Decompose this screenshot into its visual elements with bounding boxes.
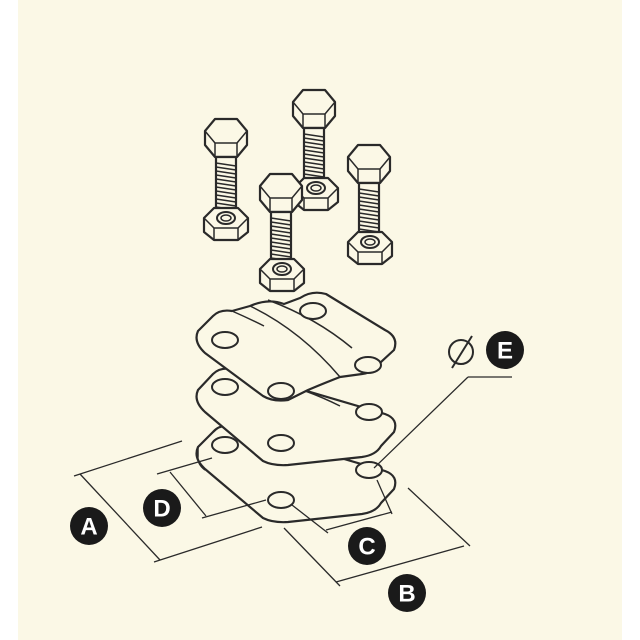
dimension-c — [291, 479, 393, 534]
label-badge-e: E — [486, 331, 524, 369]
label-badge-a: A — [70, 507, 108, 545]
bolt-back-left — [202, 117, 250, 242]
label-b: B — [398, 581, 415, 608]
bolt-front-left — [258, 172, 306, 293]
label-badge-c: C — [348, 527, 386, 565]
label-c: C — [358, 534, 375, 561]
label-d: D — [153, 496, 170, 523]
dimension-b — [283, 487, 471, 587]
dimension-e-leader — [373, 376, 512, 469]
label-badge-b: B — [388, 574, 426, 612]
label-badge-d: D — [143, 489, 181, 527]
diameter-symbol-icon — [448, 335, 474, 369]
bolt-front-right — [346, 143, 394, 266]
label-a: A — [80, 514, 97, 541]
label-e: E — [497, 338, 513, 365]
dimension-a — [73, 440, 263, 563]
top-plate — [195, 291, 397, 402]
dimension-d — [156, 457, 267, 519]
